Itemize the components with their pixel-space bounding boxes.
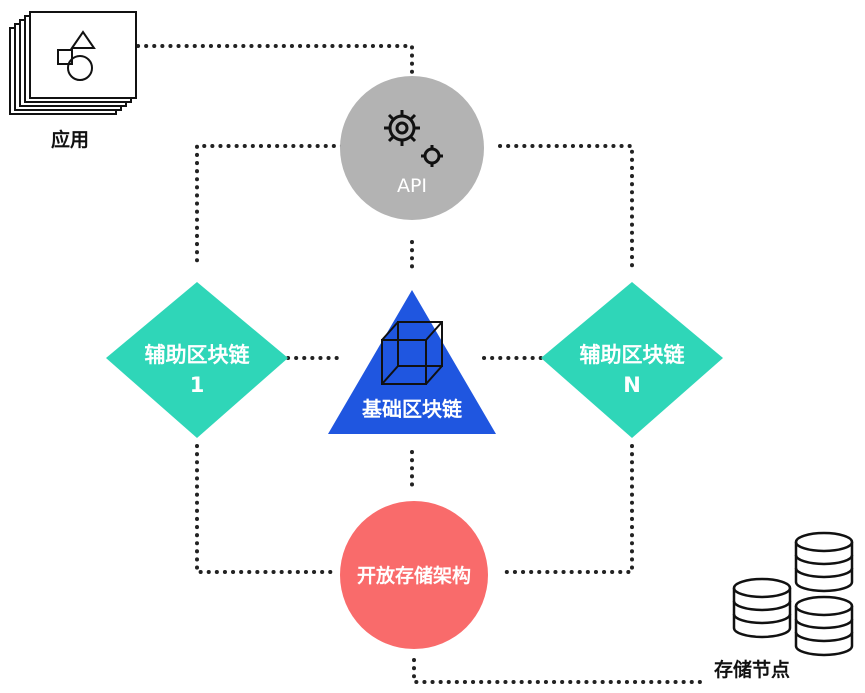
app-window-icon bbox=[9, 11, 137, 115]
aux-chain-n-diamond bbox=[541, 282, 723, 438]
database-stack-icon bbox=[732, 531, 854, 657]
app-node: 应用 bbox=[9, 11, 137, 151]
base-chain-triangle bbox=[328, 290, 496, 434]
aux-chain-1-node: 辅助区块链 1 bbox=[106, 282, 288, 438]
base-chain-node: 基础区块链 bbox=[328, 290, 496, 434]
storage-nodes: 存储节点 bbox=[714, 531, 854, 681]
api-circle bbox=[340, 76, 484, 220]
base-chain-label: 基础区块链 bbox=[362, 397, 463, 421]
connector-app-api bbox=[136, 44, 414, 74]
aux-chain-1-diamond bbox=[106, 282, 288, 438]
gears-icon bbox=[384, 110, 443, 167]
open-storage-circle bbox=[340, 501, 488, 649]
connector-api-aux1 bbox=[195, 144, 344, 270]
aux-chain-n-index: N bbox=[623, 373, 641, 397]
aux-chain-n-node: 辅助区块链 N bbox=[541, 282, 723, 438]
aux-chain-1-index: 1 bbox=[190, 373, 205, 397]
api-node: API bbox=[340, 76, 484, 220]
api-label: API bbox=[397, 175, 427, 197]
connector-storage-nodes bbox=[412, 658, 702, 684]
storage-nodes-label: 存储节点 bbox=[714, 658, 790, 681]
open-storage-node: 开放存储架构 bbox=[340, 501, 488, 649]
connectors bbox=[136, 44, 702, 684]
app-label: 应用 bbox=[51, 128, 89, 151]
cube-icon bbox=[381, 321, 443, 385]
aux-chain-1-label: 辅助区块链 bbox=[145, 343, 251, 367]
open-storage-label: 开放存储架构 bbox=[357, 564, 471, 587]
aux-chain-n-label: 辅助区块链 bbox=[580, 343, 686, 367]
connector-aux1-storage bbox=[195, 444, 336, 574]
connector-api-auxn bbox=[498, 144, 634, 270]
connector-auxn-storage bbox=[498, 444, 634, 574]
